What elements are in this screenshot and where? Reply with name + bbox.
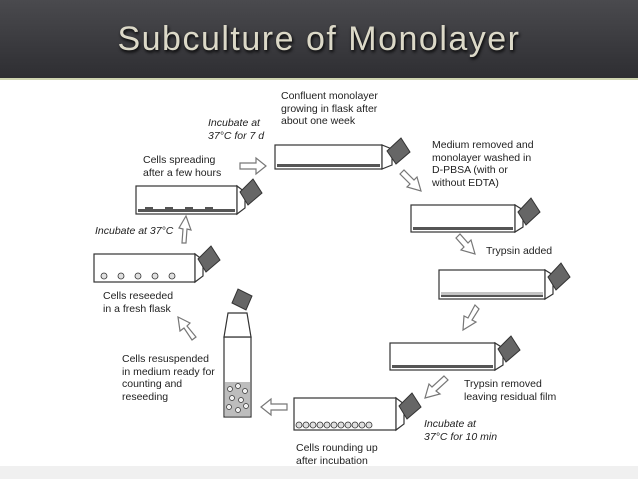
- flask-trypsin-removed: [389, 335, 521, 372]
- title-bar: [0, 0, 638, 78]
- arrow-3: [455, 233, 476, 255]
- slide-title: Subculture of Monolayer: [117, 20, 521, 58]
- arrow-4: [462, 304, 480, 332]
- flask-reseeded: [93, 245, 221, 284]
- arrows: [177, 156, 480, 417]
- flask-spreading: [135, 178, 263, 216]
- label-incubate-37: Incubate at 37°C: [95, 225, 174, 237]
- arrow-2: [399, 169, 422, 192]
- arrow-8: [178, 214, 192, 244]
- flask-washed: [410, 197, 541, 234]
- arrow-1: [239, 156, 267, 176]
- flask-rounding: [293, 392, 422, 432]
- title-underline: [0, 78, 638, 80]
- arrow-6: [260, 397, 288, 417]
- bottom-strip: [0, 466, 638, 479]
- flask-confluent: [274, 137, 411, 170]
- label-trypsin-added: Trypsin added: [486, 245, 553, 257]
- arrow-5: [424, 375, 449, 399]
- arrow-7: [177, 315, 197, 341]
- tube-resuspended: [223, 288, 253, 418]
- flask-trypsin-added: [438, 262, 571, 301]
